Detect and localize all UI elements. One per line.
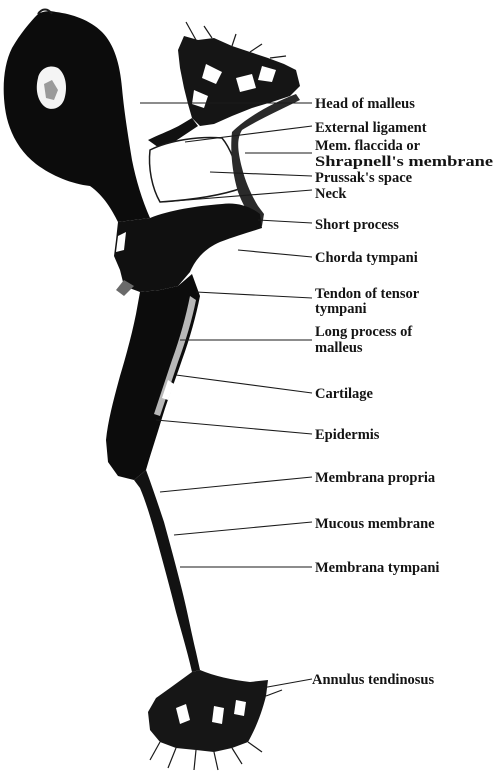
label-prussaks-space: Prussak's space xyxy=(315,170,413,186)
label-tendon-line2: tympani xyxy=(315,301,367,317)
label-long-process-line2: malleus xyxy=(315,340,363,356)
section-illustration xyxy=(4,10,300,771)
long-process-malleus xyxy=(106,274,200,480)
label-tendon-line1: Tendon of tensor xyxy=(315,286,420,302)
annulus-tendinosus-fan xyxy=(148,670,268,752)
leader-tendon xyxy=(196,292,312,298)
leader-chorda-tympani xyxy=(238,250,312,257)
leader-short-process xyxy=(258,220,312,223)
malleus-head xyxy=(4,11,150,222)
leader-membrana-propria xyxy=(160,477,312,492)
label-long-process-line1: Long process of xyxy=(315,324,412,340)
label-neck: Neck xyxy=(315,186,347,202)
label-annulus-tendinosus: Annulus tendinosus xyxy=(312,672,434,688)
label-mucous-membrane: Mucous membrane xyxy=(315,516,435,532)
label-head-of-malleus: Head of malleus xyxy=(315,96,415,112)
leader-annulus-tendinosus xyxy=(262,679,312,688)
label-cartilage: Cartilage xyxy=(315,386,374,402)
leader-cartilage xyxy=(176,375,312,393)
leader-epidermis xyxy=(156,420,312,434)
label-external-ligament: External ligament xyxy=(315,120,427,136)
label-membrana-tympani: Membrana tympani xyxy=(315,560,439,576)
label-chorda-tympani: Chorda tympani xyxy=(315,250,418,266)
leader-mucous-membrane xyxy=(174,522,312,535)
prussaks-space-area xyxy=(149,138,242,203)
label-mem-flaccida-line2: Shrapnell's membrane xyxy=(315,154,494,170)
labels: Head of malleus External ligament Mem. f… xyxy=(312,96,494,688)
label-mem-flaccida-line1: Mem. flaccida or xyxy=(315,138,421,154)
label-membrana-propria: Membrana propria xyxy=(315,470,436,486)
label-epidermis: Epidermis xyxy=(315,427,380,443)
label-short-process: Short process xyxy=(315,217,399,233)
tympanic-membrane xyxy=(134,470,200,672)
